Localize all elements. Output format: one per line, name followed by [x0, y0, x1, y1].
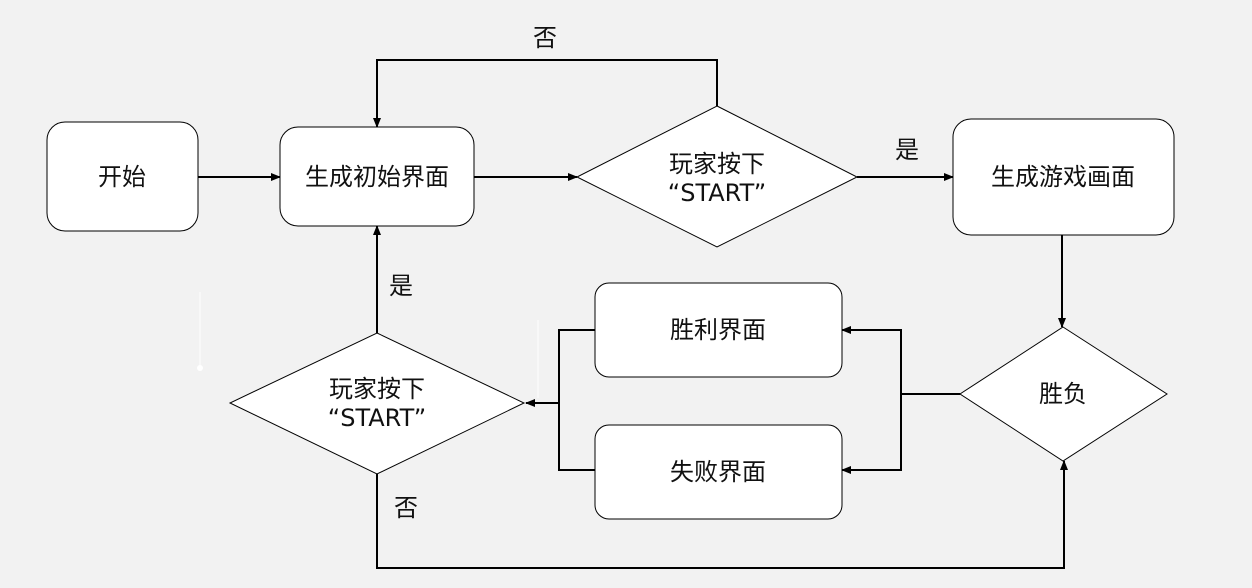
- node-gen-game-label: 生成游戏画面: [991, 163, 1135, 191]
- edge-press-start-no-loop: [373, 59, 718, 128]
- edge-press-start-2-no-to-win-lose: [376, 460, 1068, 569]
- decision-press-start-2-line2: “START”: [328, 404, 426, 432]
- node-gen-game: 生成游戏画面: [952, 118, 1175, 236]
- node-gen-init: 生成初始界面: [279, 126, 475, 227]
- node-win-screen-label: 胜利界面: [670, 316, 766, 344]
- node-start: 开始: [46, 121, 199, 232]
- decision-press-start-1-line1: 玩家按下: [669, 150, 765, 178]
- edge-win-lose-to-lose-screen: [841, 394, 902, 474]
- edge-label-yes-right: 是: [895, 136, 919, 164]
- node-gen-init-label: 生成初始界面: [305, 163, 449, 191]
- node-win-screen: 胜利界面: [594, 282, 843, 378]
- edge-label-no-top: 否: [533, 24, 557, 52]
- node-lose-screen: 失败界面: [594, 424, 843, 520]
- decision-win-lose-label: 胜负: [1039, 380, 1087, 408]
- decision-press-start-2: 玩家按下 “START”: [228, 332, 526, 475]
- faint-decoration-dot: [197, 365, 203, 371]
- decision-win-lose: 胜负: [959, 326, 1168, 462]
- decision-press-start-1-line2: “START”: [668, 179, 766, 207]
- node-start-label: 开始: [98, 163, 146, 191]
- decision-press-start-2-line1: 玩家按下: [329, 375, 425, 403]
- edge-label-yes-left: 是: [389, 272, 413, 300]
- edge-result-screens-merge: [558, 329, 595, 471]
- decision-press-start-1: 玩家按下 “START”: [575, 105, 859, 248]
- edge-label-no-bottom: 否: [394, 494, 418, 522]
- edge-win-lose-to-win-screen: [841, 326, 960, 395]
- node-lose-screen-label: 失败界面: [670, 458, 766, 486]
